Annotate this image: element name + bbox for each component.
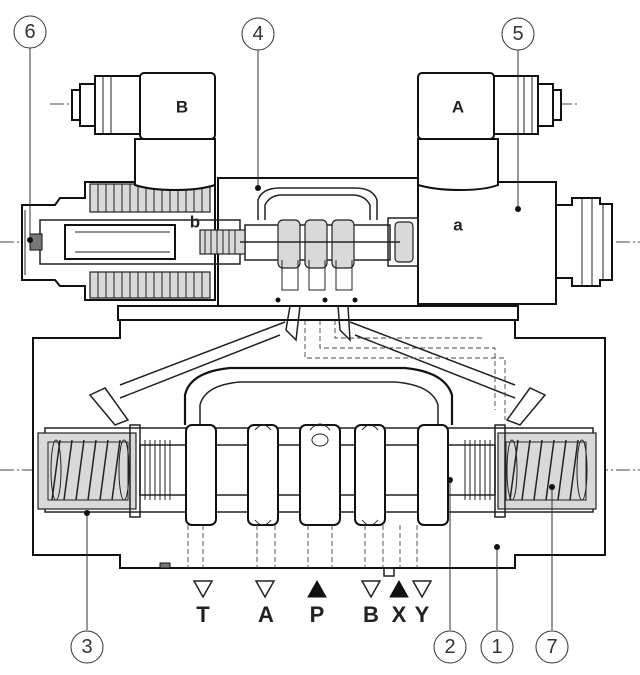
port-markers	[192, 579, 433, 599]
port-p-label: P	[310, 602, 325, 627]
callout-4: 4	[241, 17, 275, 51]
callout-6: 6	[13, 15, 47, 49]
callout-6-number: 6	[24, 21, 35, 43]
right-connector-label: A	[452, 98, 464, 117]
callout-5-number: 5	[512, 23, 523, 45]
callout-3: 3	[70, 630, 104, 664]
port-passages	[187, 320, 506, 568]
port-a-label: A	[258, 602, 274, 627]
callout-3-number: 3	[81, 636, 92, 658]
right-connector	[417, 72, 562, 192]
main-spool	[139, 423, 496, 526]
left-connector	[71, 72, 216, 192]
callout-5: 5	[501, 17, 535, 51]
port-p-filled-triangle	[307, 579, 327, 598]
left-coil-label: b	[190, 213, 200, 232]
bottom-plug-right	[383, 567, 395, 577]
port-b-open-triangle	[360, 580, 382, 599]
callout-7-number: 7	[546, 636, 557, 658]
port-t-label: T	[196, 602, 210, 627]
port-b-label: B	[363, 602, 379, 627]
callout-1: 1	[480, 630, 514, 664]
leader-lines	[27, 48, 555, 630]
port-a-open-triangle	[254, 580, 276, 599]
port-y-label: Y	[415, 602, 430, 627]
left-connector-label: B	[176, 98, 188, 117]
callout-4-number: 4	[252, 23, 263, 45]
port-y-open-triangle	[411, 580, 433, 599]
spool-ribs-right	[464, 440, 491, 500]
port-x-filled-triangle	[389, 579, 409, 598]
right-coil-label: a	[453, 216, 463, 235]
callout-1-number: 1	[491, 636, 502, 658]
port-t-open-triangle	[192, 580, 214, 599]
left-spring	[47, 439, 130, 501]
bottom-plug	[159, 562, 171, 569]
right-spring	[505, 439, 588, 501]
right-solenoid	[387, 181, 613, 305]
port-x-label: X	[392, 602, 407, 627]
callout-7: 7	[535, 630, 569, 664]
callout-2-number: 2	[444, 636, 455, 658]
callout-2: 2	[433, 630, 467, 664]
left-solenoid	[21, 181, 246, 301]
spool-ribs-left	[144, 440, 171, 500]
